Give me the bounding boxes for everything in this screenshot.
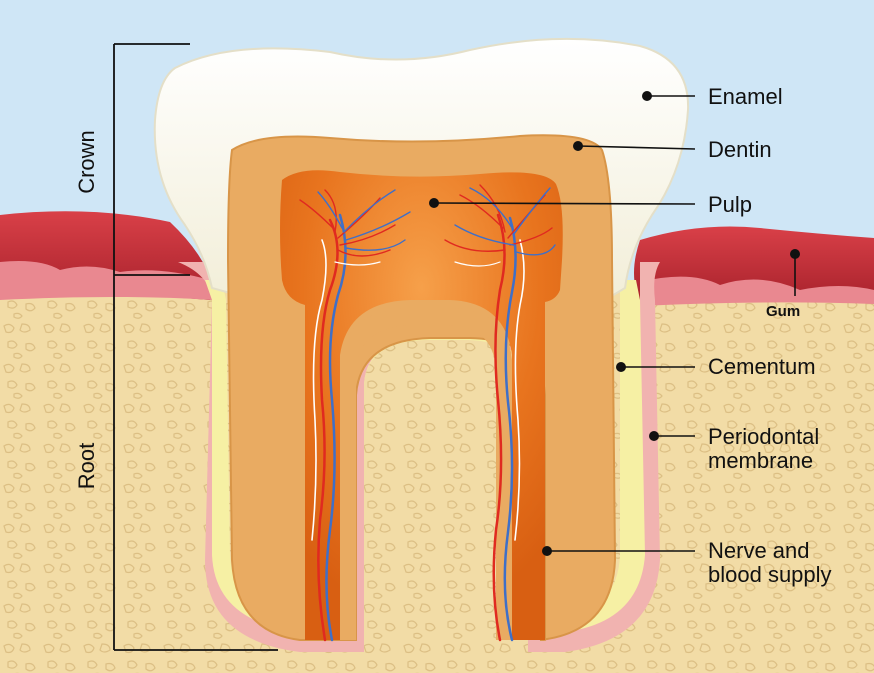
- crown-label: Crown: [74, 130, 99, 194]
- cementum-label: Cementum: [708, 354, 816, 379]
- root-label: Root: [74, 443, 99, 489]
- enamel-label: Enamel: [708, 84, 783, 109]
- periodontal-label-line1: Periodontal: [708, 424, 819, 449]
- gum-label: Gum: [766, 303, 800, 320]
- pulp-label: Pulp: [708, 192, 752, 217]
- nerve-label-line1: Nerve and: [708, 538, 810, 563]
- dentin-label: Dentin: [708, 137, 772, 162]
- periodontal-label-line2: membrane: [708, 448, 813, 473]
- nerve-label-line2: blood supply: [708, 562, 832, 587]
